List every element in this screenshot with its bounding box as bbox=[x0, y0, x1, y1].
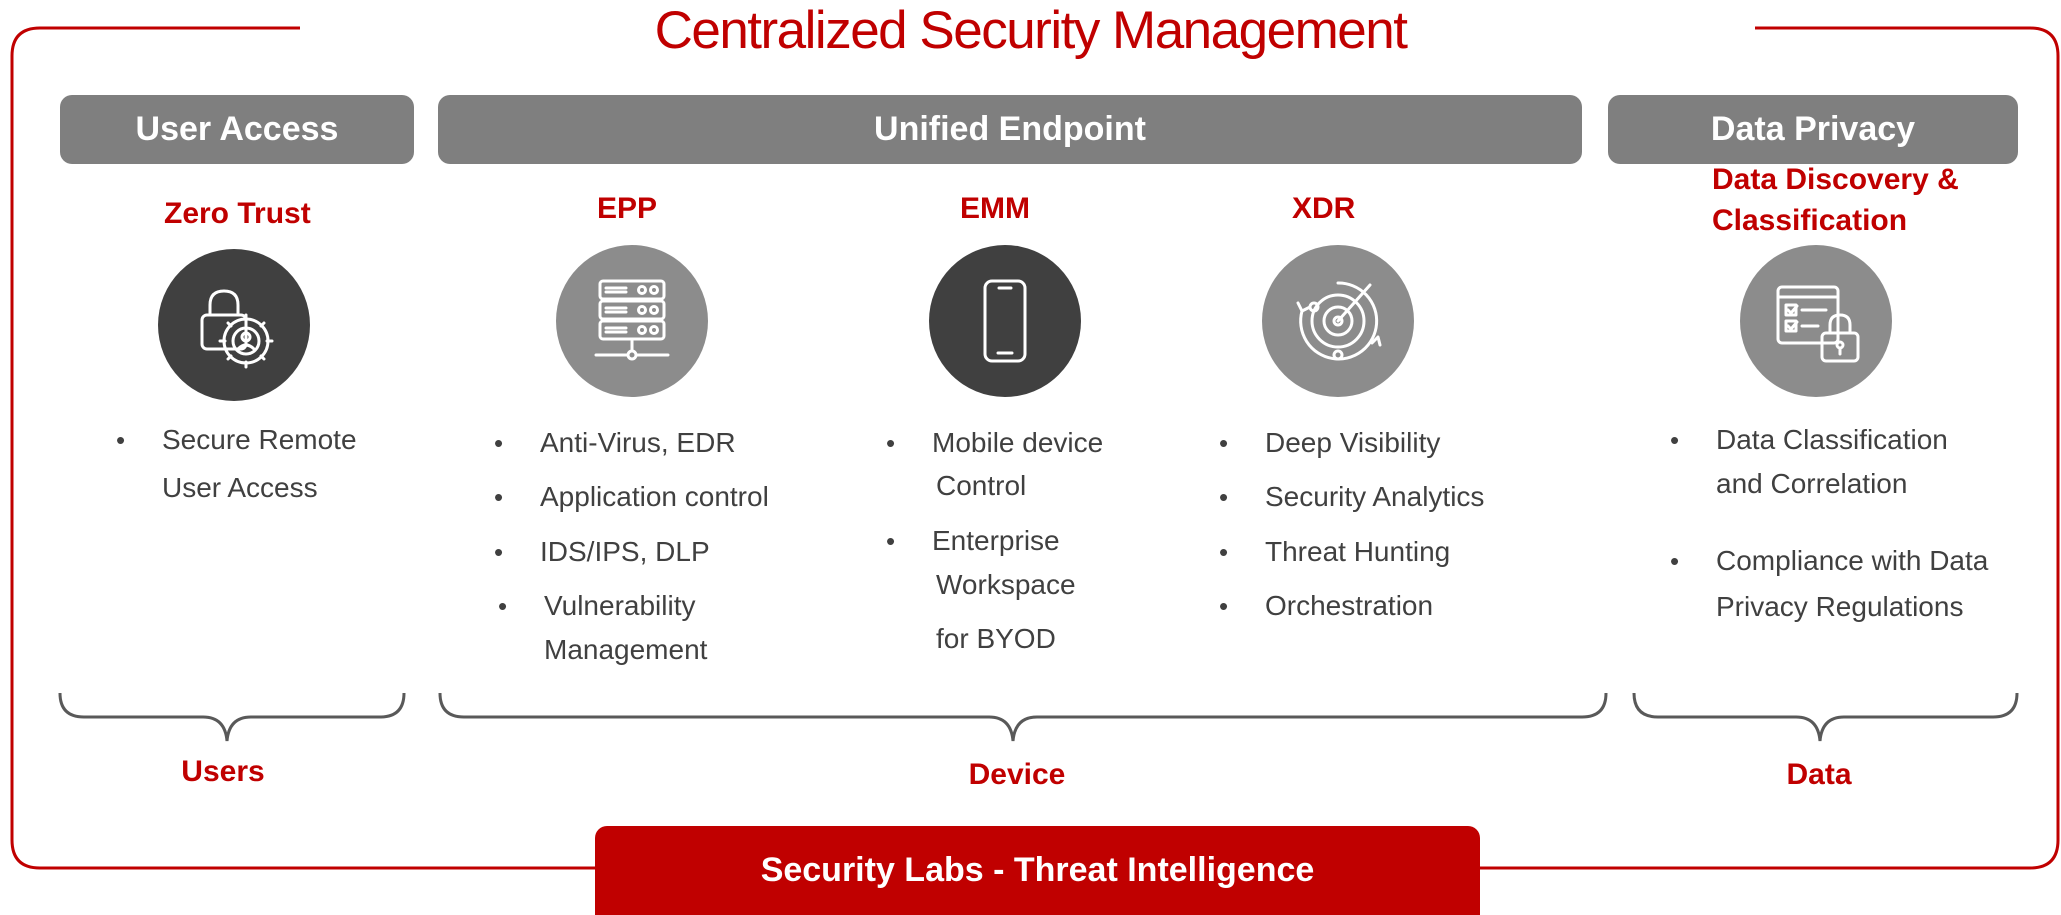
diagram-title: Centralized Security Management bbox=[654, 1, 1408, 60]
outer-frame-right bbox=[1480, 26, 2060, 870]
bullet-xdr-2: Security Analytics bbox=[1219, 475, 1485, 519]
server-rack-icon bbox=[556, 245, 708, 397]
bullet-zero-trust-1-cont: User Access bbox=[162, 472, 318, 503]
footer-users: Users bbox=[181, 755, 265, 788]
subsection-title-zero-trust: Zero Trust bbox=[164, 197, 311, 230]
outer-frame-left bbox=[10, 26, 595, 870]
smartphone-icon bbox=[929, 245, 1081, 397]
subsection-title-data-discovery-line2: Classification bbox=[1712, 204, 1908, 237]
bullet-xdr-3: Threat Hunting bbox=[1219, 530, 1450, 574]
brace-device bbox=[438, 692, 1608, 742]
bullet-emm-2: Enterprise bbox=[886, 519, 1059, 563]
checklist-lock-icon bbox=[1740, 245, 1892, 397]
bullet-data-discovery-2: Compliance with Data bbox=[1670, 539, 1988, 583]
bullet-epp-1: Anti-Virus, EDR bbox=[494, 421, 735, 465]
security-labs-banner: Security Labs - Threat Intelligence bbox=[595, 826, 1480, 915]
subsection-title-data-discovery: Data Discovery & Classification bbox=[1712, 159, 1959, 241]
bullet-epp-3: IDS/IPS, DLP bbox=[494, 530, 710, 574]
lock-gear-user-icon bbox=[158, 249, 310, 401]
footer-device: Device bbox=[968, 758, 1066, 791]
brace-data bbox=[1632, 692, 2019, 742]
subsection-title-data-discovery-line1: Data Discovery & bbox=[1712, 163, 1959, 196]
bullet-data-discovery-1-cont: and Correlation bbox=[1716, 468, 1908, 499]
bullet-emm-2-cont-2: for BYOD bbox=[936, 623, 1056, 654]
bullet-xdr-1: Deep Visibility bbox=[1219, 421, 1440, 465]
bullet-epp-4-cont: Management bbox=[544, 634, 708, 665]
bullet-data-discovery-2-cont: Privacy Regulations bbox=[1716, 591, 1964, 622]
subsection-title-epp: EPP bbox=[597, 192, 658, 225]
header-data-privacy: Data Privacy bbox=[1608, 95, 2018, 164]
subsection-title-emm: EMM bbox=[960, 192, 1030, 225]
bullet-zero-trust-1: Secure Remote bbox=[116, 418, 356, 462]
bullet-epp-4: Vulnerability bbox=[498, 584, 696, 628]
bullet-data-discovery-1: Data Classification bbox=[1670, 418, 1948, 462]
footer-data: Data bbox=[1786, 758, 1852, 791]
radar-icon bbox=[1262, 245, 1414, 397]
header-user-access: User Access bbox=[60, 95, 414, 164]
subsection-title-xdr: XDR bbox=[1292, 192, 1356, 225]
bullet-emm-1-cont: Control bbox=[936, 470, 1027, 501]
bullet-emm-1: Mobile device bbox=[886, 421, 1103, 465]
bullet-emm-2-cont-1: Workspace bbox=[936, 569, 1076, 600]
bullet-xdr-4: Orchestration bbox=[1219, 584, 1433, 628]
bullet-epp-2: Application control bbox=[494, 475, 769, 519]
brace-users bbox=[58, 692, 406, 742]
header-unified-endpoint: Unified Endpoint bbox=[438, 95, 1582, 164]
